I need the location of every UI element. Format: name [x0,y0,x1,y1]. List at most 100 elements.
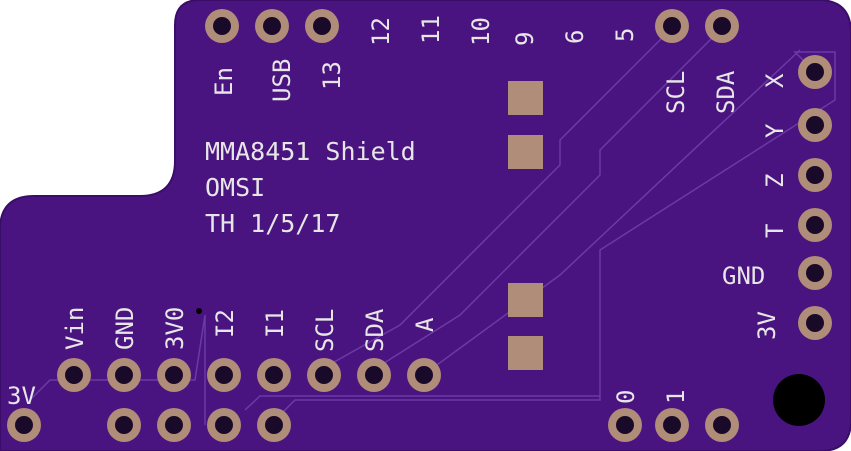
top-header-labels: En USB 13 12 11 10 9 6 5 SCL SDA [210,15,740,114]
bottom-lower-pin-4 [207,408,241,442]
smd-pad-1 [508,81,543,115]
title-line-1: MMA8451 Shield [205,137,416,166]
bottom-lower-pin-6 [608,408,642,442]
top-pin-2 [255,9,289,43]
pin-hole [115,416,133,434]
top-label-scl: SCL [662,71,690,114]
bottom-upper-pin-4 [207,358,241,392]
bottom-upper-pin-1 [57,358,91,392]
top-pin-1 [205,9,239,43]
title-line-2: OMSI [205,173,265,202]
right-label-t: T [761,224,789,238]
smd-pads [508,81,543,370]
trace-bottom [244,395,600,411]
bottom-upper-pin-7 [357,358,391,392]
top-label-13: 13 [318,61,346,90]
bottom-label-vin: Vin [61,307,89,350]
pin-hole [265,416,283,434]
right-label-3v: 3V [753,311,781,340]
right-pin-1 [798,55,832,89]
top-label-en: En [210,67,238,96]
pin-hole [806,63,824,81]
pin-hole [616,416,634,434]
title-line-3: TH 1/5/17 [205,209,340,238]
pin-hole [806,264,824,282]
top-pin-5 [705,9,739,43]
right-label-gnd: GND [722,262,765,290]
bottom-lower-pin-3 [157,408,191,442]
right-pin-2 [798,108,832,142]
bottom-upper-pin-3 [157,358,191,392]
pin-hole [806,166,824,184]
pin-hole [806,314,824,332]
bottom-label-sda: SDA [361,308,389,352]
bottom-label-gnd: GND [111,307,139,350]
mount-hole [773,374,825,426]
trace-3v [29,314,206,425]
bottom-label-0: 0 [612,390,640,404]
top-pin-4 [655,9,689,43]
pin-hole [15,416,33,434]
pin-hole [215,366,233,384]
bottom-label-i1: I1 [261,309,289,338]
trace-x [269,51,836,426]
bottom-right-labels: 0 1 [612,390,690,404]
bottom-lower-pin-7 [655,408,689,442]
top-label-6: 6 [561,30,589,44]
pin-hole [165,366,183,384]
pin-hole [165,416,183,434]
via-dot [196,308,202,314]
bottom-label-a: A [411,317,439,332]
bottom-upper-pin-5 [257,358,291,392]
smd-pad-3 [508,283,543,317]
pin-hole [806,116,824,134]
pin-hole [115,366,133,384]
bottom-lower-pin-8 [705,408,739,442]
top-label-12: 12 [367,17,395,46]
top-label-sda: SDA [712,70,740,114]
bottom-label-1: 1 [662,390,690,404]
pin-hole [713,416,731,434]
pin-hole [215,416,233,434]
bottom-label-scl: SCL [311,309,339,352]
top-pin-3 [305,9,339,43]
bottom-upper-pin-6 [307,358,341,392]
bottom-upper-pin-2 [107,358,141,392]
smd-pad-4 [508,336,543,370]
right-header-labels: X Y Z T GND 3V [722,73,789,340]
pin-hole [806,216,824,234]
traces [29,29,836,426]
bottom-label-3v0: 3V0 [161,307,189,350]
right-pin-4 [798,208,832,242]
right-pin-5 [798,256,832,290]
trace-sda [369,29,721,373]
pin-hole [663,17,681,35]
top-label-5: 5 [611,28,639,42]
bottom-lower-pin-1 [7,408,41,442]
pin-hole [713,17,731,35]
right-pin-3 [798,158,832,192]
pin-hole [415,366,433,384]
pin-hole [265,366,283,384]
bottom-lower-pin-2 [107,408,141,442]
pin-hole [213,17,231,35]
bottom-label-i2: I2 [211,309,239,338]
pin-hole [365,366,383,384]
top-label-11: 11 [417,15,445,44]
right-label-z: Z [761,174,789,188]
pin-hole [663,416,681,434]
pin-hole [65,366,83,384]
bottom-label-3v: 3V [7,382,36,410]
top-label-9: 9 [511,32,539,46]
trace-a [429,49,801,371]
pin-hole [263,17,281,35]
right-label-y: Y [761,123,789,138]
bottom-lower-pin-5 [257,408,291,442]
top-label-10: 10 [467,17,495,46]
board-title-block: MMA8451 Shield OMSI TH 1/5/17 [205,137,416,238]
right-label-x: X [761,73,789,88]
top-label-usb: USB [268,59,296,102]
smd-pad-2 [508,135,543,169]
bottom-left-labels: 3V Vin GND 3V0 I2 I1 SCL SDA A [7,307,439,410]
